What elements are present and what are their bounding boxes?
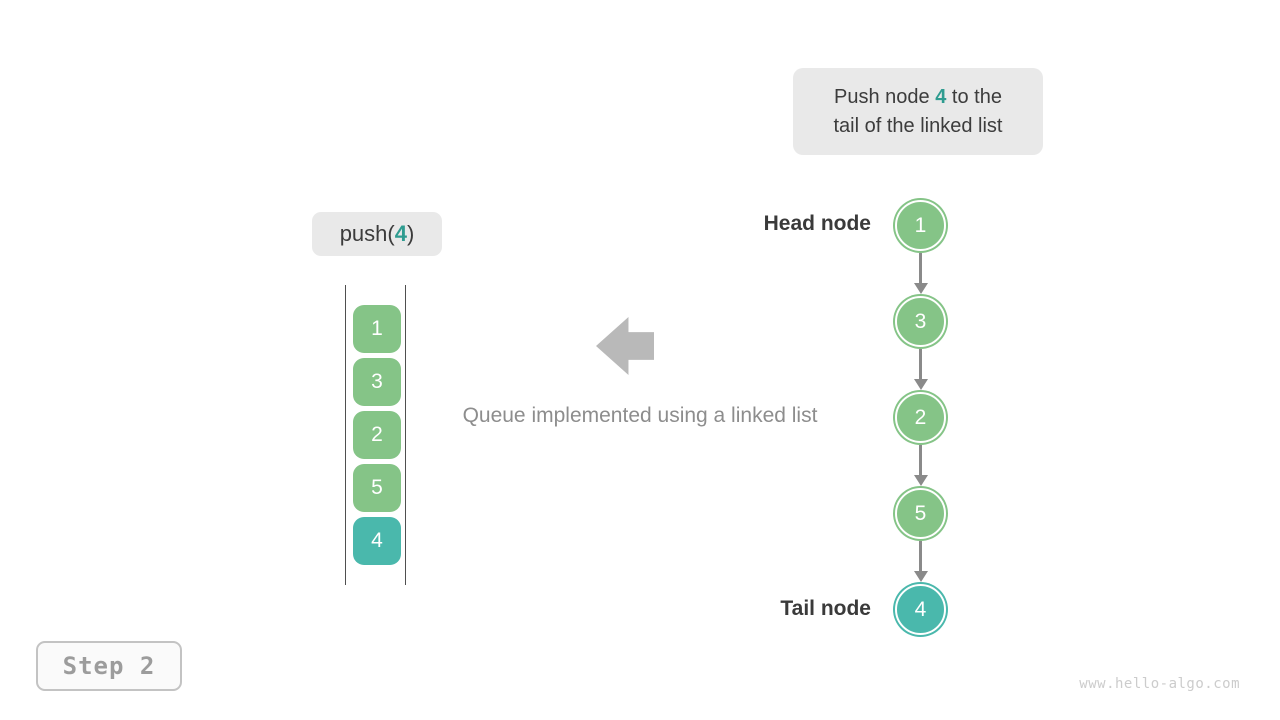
linked-list-node: 4 [895, 584, 946, 635]
head-node-label: Head node [763, 212, 871, 235]
callout-highlight-value: 4 [935, 85, 947, 108]
queue-node: 1 [353, 305, 401, 353]
queue-container: 1 3 2 5 4 [345, 285, 406, 585]
callout-box: Push node 4 to the tail of the linked li… [793, 68, 1043, 155]
down-arrow-icon [913, 253, 928, 294]
down-arrow-icon [913, 445, 928, 486]
tail-node-label: Tail node [780, 597, 871, 620]
callout-line2: tail of the linked list [833, 114, 1003, 137]
operation-text: push( [339, 221, 395, 246]
queue-node: 4 [353, 517, 401, 565]
queue-node: 2 [353, 411, 401, 459]
watermark-text: www.hello-algo.com [1079, 676, 1240, 692]
queue-node: 5 [353, 464, 401, 512]
callout-text: Push node [834, 85, 936, 108]
linked-list-node: 3 [895, 296, 946, 347]
step-badge: Step 2 [36, 641, 182, 691]
linked-list-node: 2 [895, 392, 946, 443]
down-arrow-icon [913, 349, 928, 390]
down-arrow-icon [913, 541, 928, 582]
diagram-caption: Queue implemented using a linked list [462, 404, 818, 427]
queue-node-list: 1 3 2 5 4 [353, 305, 401, 565]
operation-text: ) [406, 221, 415, 246]
callout-text: to the [946, 85, 1002, 108]
operation-box: push(4) [312, 212, 442, 256]
linked-list-node: 5 [895, 488, 946, 539]
linked-list-node: 1 [895, 200, 946, 251]
left-block-arrow-icon [596, 317, 654, 375]
queue-node: 3 [353, 358, 401, 406]
operation-arg: 4 [394, 221, 407, 246]
callout-line1: Push node 4 to the [834, 83, 1002, 112]
